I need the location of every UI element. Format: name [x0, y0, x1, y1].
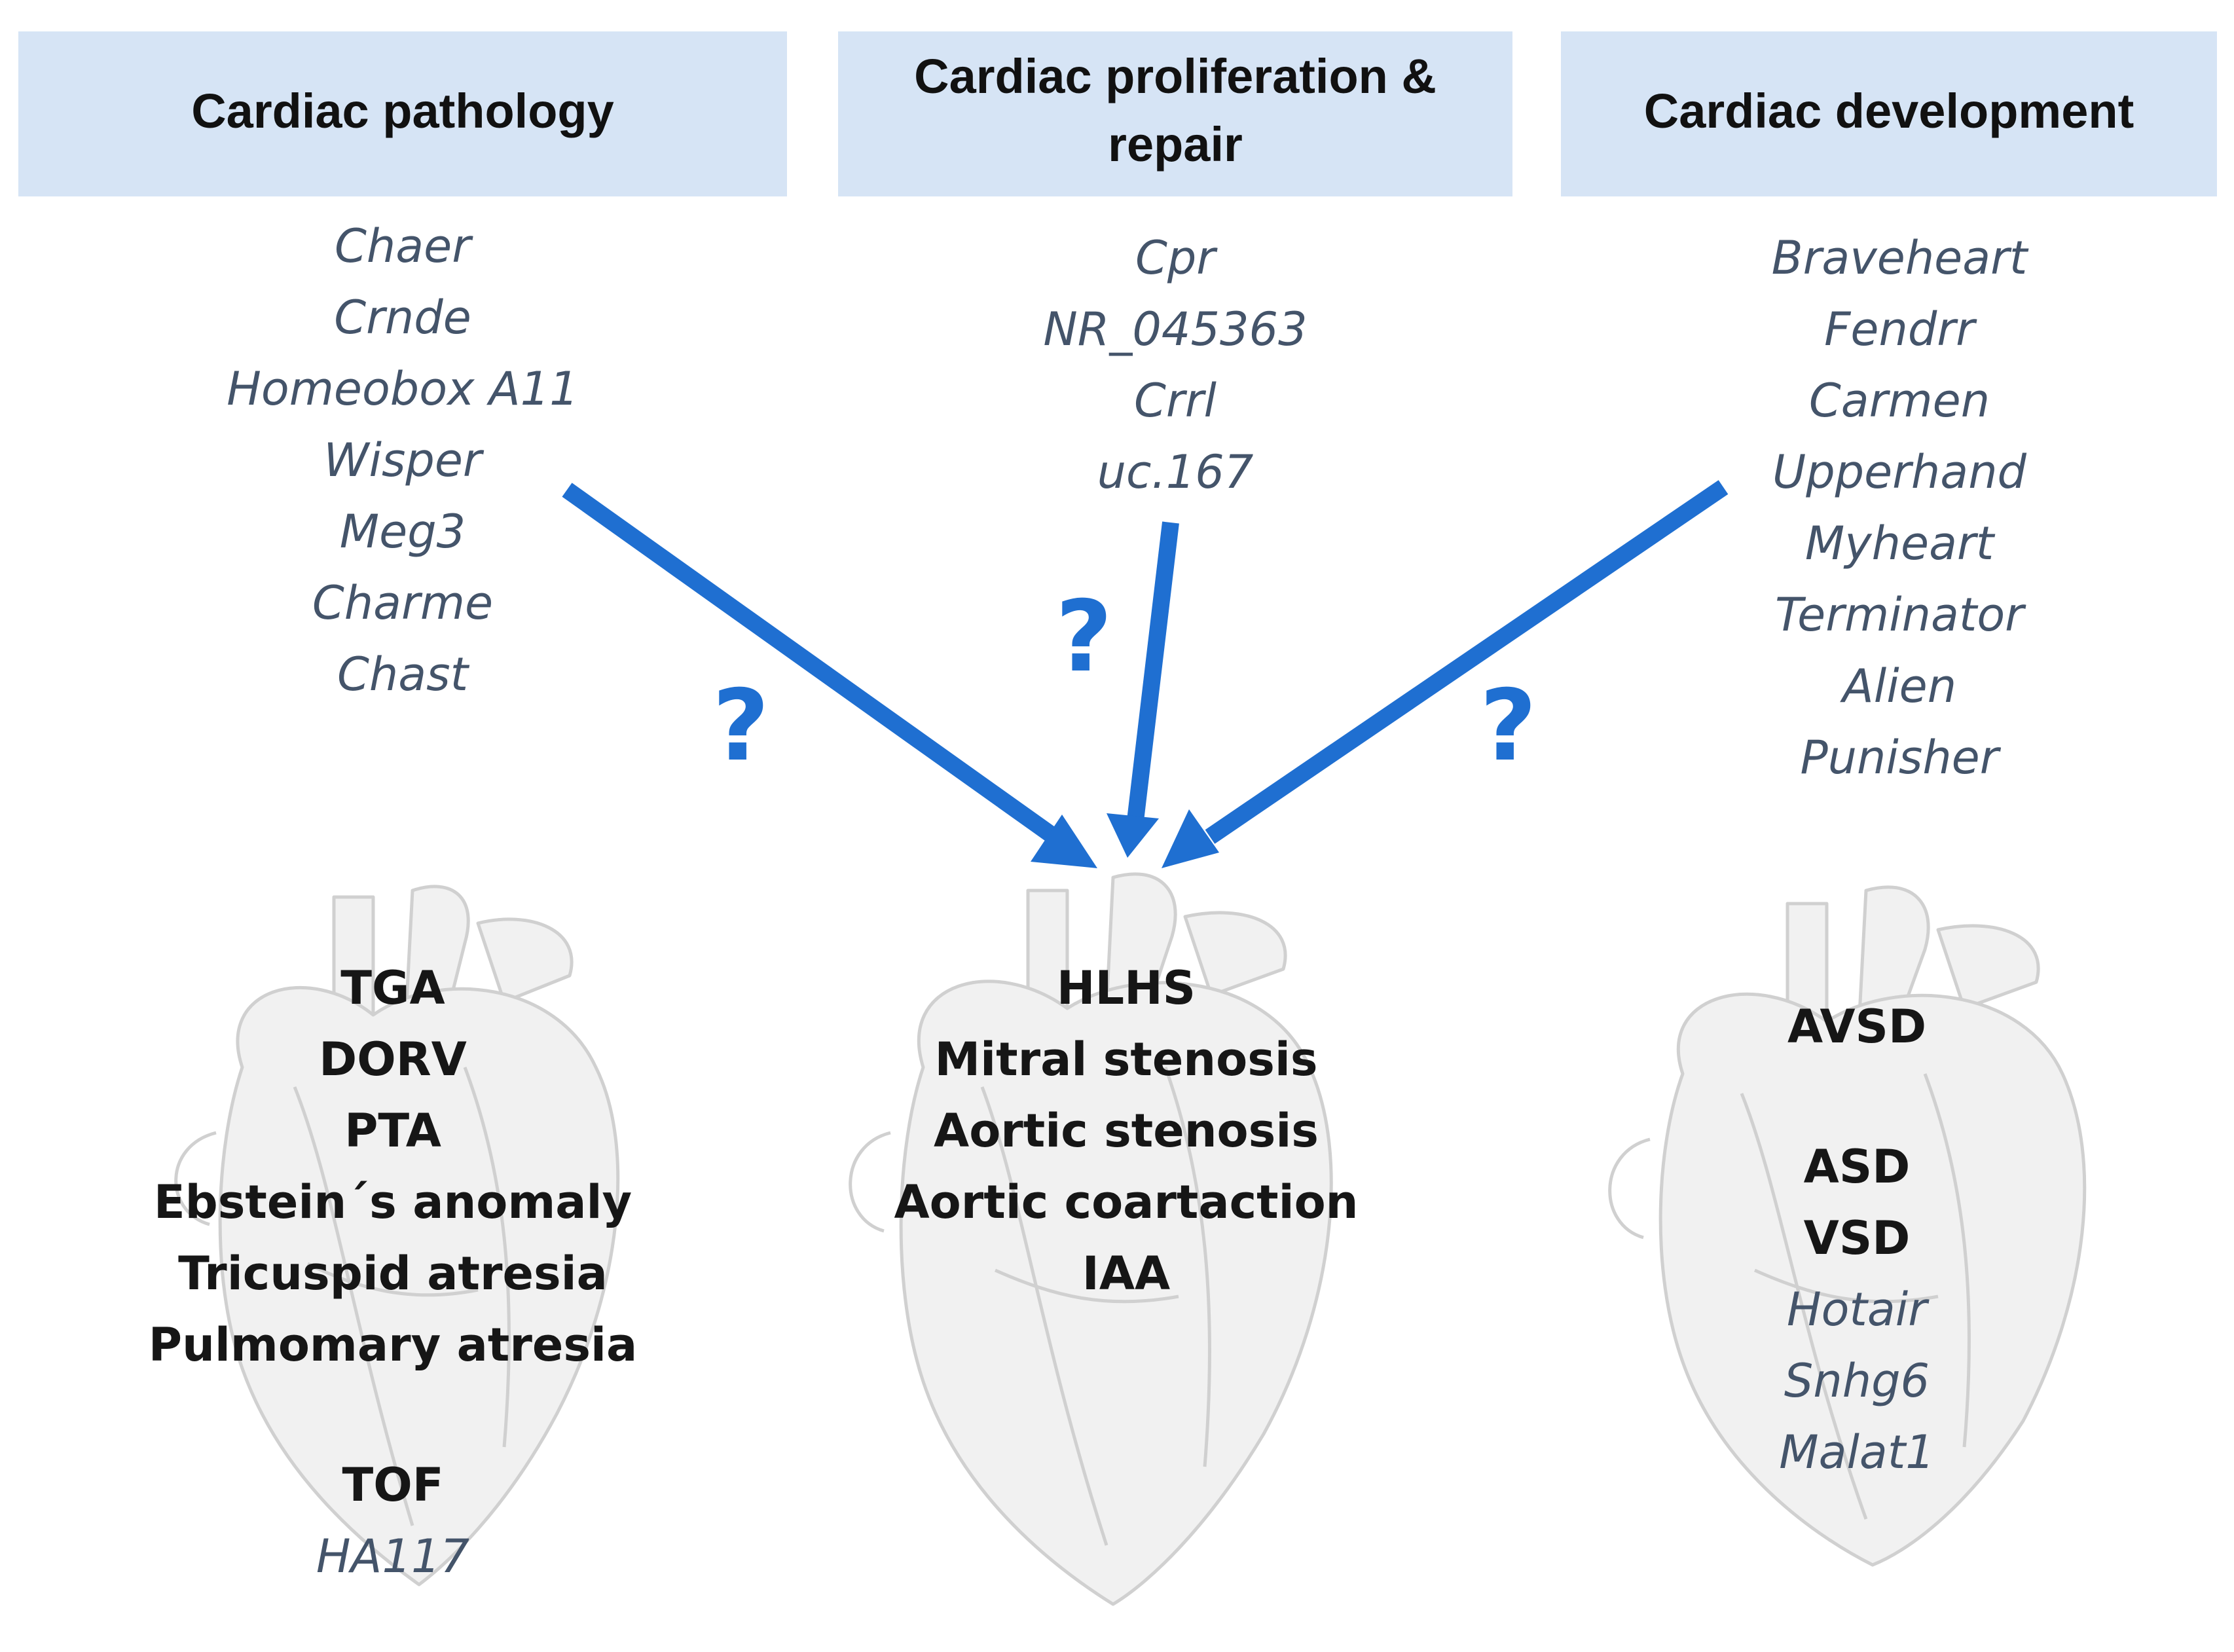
arrow-from-development — [1205, 480, 1729, 844]
heart-illustration-right — [1608, 885, 2087, 1567]
spacer — [98, 1381, 687, 1450]
disease-gene-item: Hotair — [1786, 1283, 1928, 1336]
gene-item: Braveheart — [1771, 231, 2028, 285]
gene-item: uc.167 — [1097, 445, 1254, 499]
disease-item-avsd: AVSD — [1787, 1000, 1927, 1054]
disease-item: Aortic coartaction — [894, 1175, 1359, 1229]
arrow-from-proliferation — [1126, 521, 1179, 833]
heart-illustration-middle — [849, 872, 1333, 1606]
header-cardiac-pathology: Cardiac pathology — [18, 31, 787, 196]
gene-item: Upperhand — [1772, 445, 2026, 499]
disease-item: Mitral stenosis — [934, 1033, 1318, 1086]
gene-item: Wisper — [323, 433, 482, 487]
gene-item: Charme — [312, 576, 494, 630]
arrowhead-pathology — [1031, 815, 1097, 868]
gene-item: Fendrr — [1824, 303, 1975, 356]
disease-item: PTA — [344, 1104, 441, 1158]
header-label: Cardiac development — [1643, 84, 2134, 138]
disease-item-tof: TOF — [342, 1458, 444, 1512]
disease-item: ASD — [1803, 1140, 1911, 1194]
gene-item: Meg3 — [339, 505, 466, 559]
disease-item: DORV — [319, 1033, 467, 1086]
disease-gene-item: Snhg6 — [1784, 1354, 1930, 1408]
disease-gene-item: HA117 — [316, 1530, 470, 1583]
disease-item: IAA — [1082, 1247, 1171, 1300]
gene-item: Crnde — [334, 291, 471, 344]
header-label: Cardiac pathology — [191, 84, 614, 138]
disease-item: Aortic stenosis — [934, 1104, 1319, 1158]
gene-item: Terminator — [1775, 588, 2024, 642]
header-cardiac-proliferation-repair: Cardiac proliferation & repair — [838, 31, 1512, 196]
gene-item: Myheart — [1804, 517, 1994, 570]
gene-item: Chaer — [335, 219, 471, 273]
gene-item: Homeobox A11 — [227, 362, 579, 416]
question-mark-pathology: ? — [712, 669, 769, 783]
disease-list-middle: HLHS Mitral stenosis Aortic stenosis Aor… — [832, 953, 1421, 1310]
gene-item: NR_045363 — [1043, 303, 1308, 356]
spacer — [1562, 1063, 2152, 1131]
question-mark-proliferation: ? — [1055, 580, 1112, 694]
arrowhead-proliferation — [1107, 813, 1159, 858]
gene-list-pathology: Chaer Crnde Homeobox A11 Wisper Meg3 Cha… — [164, 211, 642, 710]
disease-item: Pulmomary atresia — [148, 1318, 638, 1372]
arrowhead-development — [1162, 809, 1219, 868]
gene-item: Crrl — [1134, 374, 1217, 428]
gene-item: Cpr — [1135, 231, 1216, 285]
disease-item: TGA — [340, 961, 445, 1015]
disease-list-left: TGA DORV PTA Ebstein´s anomaly Tricuspid… — [98, 953, 687, 1592]
gene-item: Alien — [1842, 659, 1957, 713]
disease-item: Tricuspid atresia — [178, 1247, 608, 1300]
header-label: Cardiac proliferation & repair — [914, 49, 1437, 172]
gene-item: Chast — [337, 648, 469, 701]
disease-item: Ebstein´s anomaly — [153, 1175, 632, 1229]
question-mark-development: ? — [1480, 669, 1537, 783]
arrow-from-pathology — [562, 483, 1059, 844]
disease-item: VSD — [1803, 1211, 1911, 1265]
gene-list-development: Braveheart Fendrr Carmen Upperhand Myhea… — [1660, 223, 2138, 794]
gene-list-proliferation: Cpr NR_045363 Crrl uc.167 — [936, 223, 1414, 508]
disease-list-right: AVSD ASD VSD Hotair Snhg6 Malat1 — [1562, 991, 2152, 1488]
header-cardiac-development: Cardiac development — [1561, 31, 2217, 196]
heart-illustration-left — [174, 885, 620, 1587]
gene-item: Carmen — [1808, 374, 1990, 428]
disease-item: HLHS — [1056, 961, 1196, 1015]
gene-item: Punisher — [1800, 731, 1999, 784]
disease-gene-item: Malat1 — [1779, 1425, 1935, 1479]
